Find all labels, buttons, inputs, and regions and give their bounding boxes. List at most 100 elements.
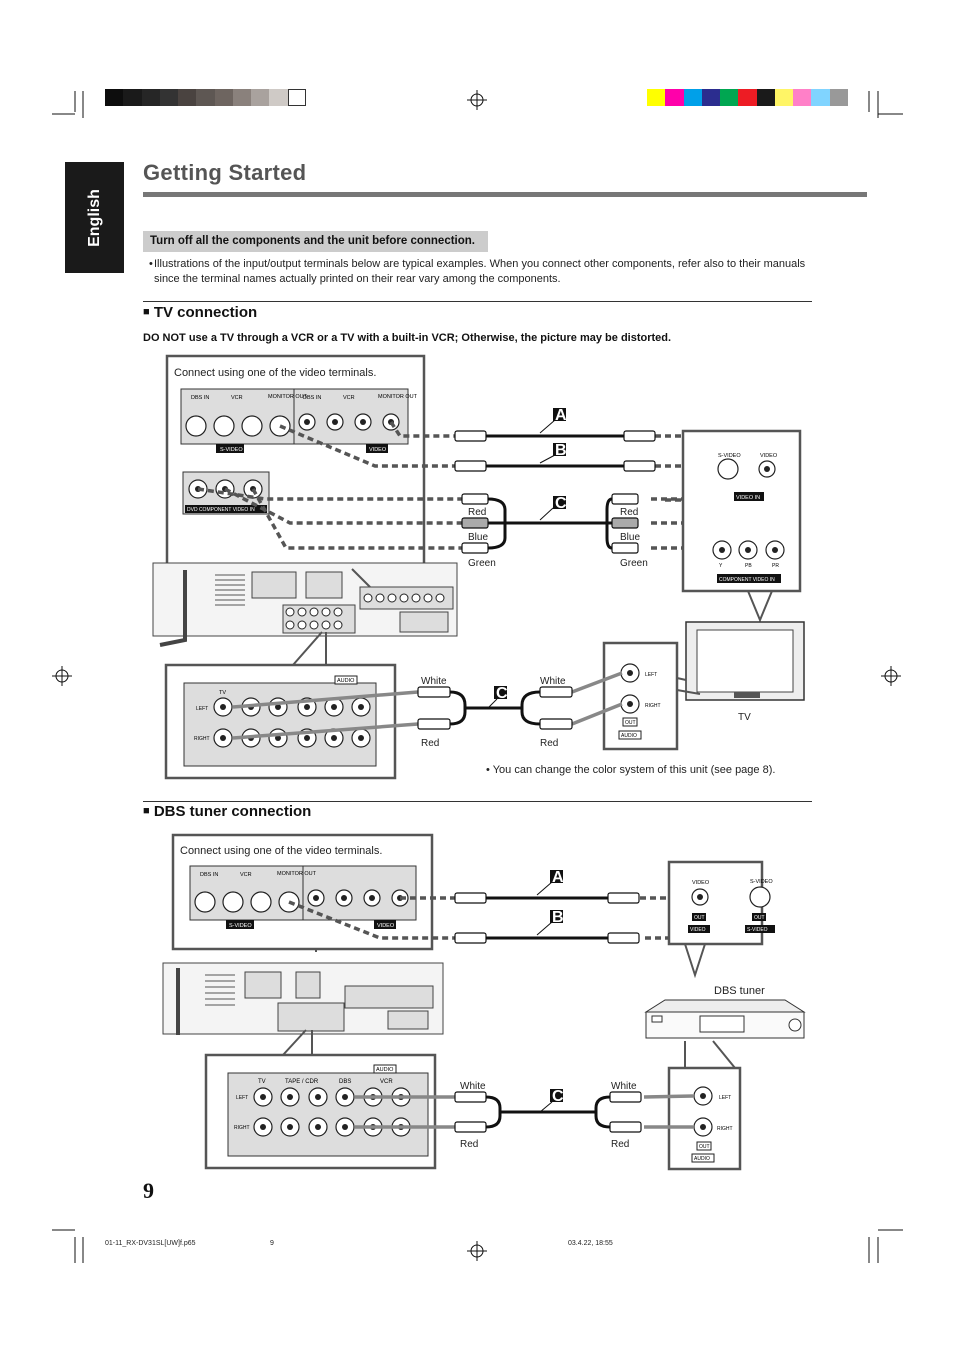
tv-white-left: White bbox=[421, 676, 447, 687]
dbs-white-right: White bbox=[611, 1081, 637, 1092]
registration-swatch bbox=[665, 89, 684, 106]
tv-term-s-video: S-VIDEO bbox=[718, 453, 741, 459]
term-dbs-in-2: DBS IN bbox=[303, 395, 321, 401]
dbs-term-video: VIDEO bbox=[377, 923, 395, 929]
tv-out-right: RIGHT bbox=[645, 703, 661, 709]
registration-swatch bbox=[105, 89, 124, 106]
dbs-term-s-video: S-VIDEO bbox=[229, 923, 252, 929]
dbs-red-left: Red bbox=[460, 1139, 478, 1150]
tv-term-component-video-in: COMPONENT VIDEO IN bbox=[719, 577, 775, 583]
dbs-out-out: OUT bbox=[699, 1144, 710, 1150]
term-video: VIDEO bbox=[369, 447, 387, 453]
language-side-tab: English bbox=[65, 162, 124, 273]
tv-callout-text: Connect using one of the video terminals… bbox=[174, 367, 376, 379]
dbs-out-s-video-tag: S-VIDEO bbox=[747, 927, 768, 933]
section-rule-tv bbox=[143, 301, 812, 302]
term-dbs-in: DBS IN bbox=[191, 395, 209, 401]
title-rule bbox=[143, 192, 867, 197]
dbs-out-audio: AUDIO bbox=[694, 1156, 710, 1162]
registration-target-top bbox=[467, 90, 487, 110]
tv-letter-c: C bbox=[555, 495, 567, 512]
dbs-letter-a: A bbox=[552, 869, 564, 886]
tv-section-heading: ■ TV connection bbox=[143, 304, 258, 321]
dbs-term-vcr: VCR bbox=[240, 872, 252, 878]
tv-green-right: Green bbox=[620, 558, 648, 569]
registration-swatch bbox=[159, 89, 179, 106]
page-title: Getting Started bbox=[143, 160, 307, 185]
footer-page: 9 bbox=[270, 1240, 274, 1247]
dbs-heading-text: DBS tuner connection bbox=[153, 803, 312, 820]
tv-audio-tv: TV bbox=[219, 690, 226, 696]
registration-swatch bbox=[232, 89, 252, 106]
color-note: • You can change the color system of thi… bbox=[486, 764, 776, 776]
color-note-text: You can change the color system of this … bbox=[492, 764, 776, 776]
tv-device-label: TV bbox=[738, 712, 751, 723]
dbs-audio-tag: AUDIO bbox=[376, 1067, 394, 1073]
dbs-out-video-label: VIDEO bbox=[692, 880, 710, 886]
registration-swatch bbox=[756, 89, 775, 106]
dbs-out-s-video-label: S-VIDEO bbox=[750, 879, 773, 885]
dbs-out-video-tag: VIDEO bbox=[690, 927, 706, 933]
registration-swatch bbox=[141, 89, 160, 106]
registration-swatch bbox=[738, 89, 757, 106]
tv-out-tag: OUT bbox=[625, 720, 636, 726]
registration-swatch bbox=[214, 89, 233, 106]
tv-green-left: Green bbox=[468, 558, 496, 569]
tv-audio-tag: AUDIO bbox=[337, 678, 355, 684]
tv-out-audio: AUDIO bbox=[621, 733, 637, 739]
tv-red-left: Red bbox=[468, 507, 486, 518]
registration-swatch bbox=[811, 89, 830, 106]
dbs-red-right: Red bbox=[611, 1139, 629, 1150]
tv-red-right: Red bbox=[620, 507, 638, 518]
registration-swatch bbox=[269, 89, 288, 106]
registration-swatch bbox=[683, 89, 702, 106]
tv-blue-left: Blue bbox=[468, 532, 488, 543]
warning-box: Turn off all the components and the unit… bbox=[143, 231, 488, 252]
tv-term-video-in: VIDEO IN bbox=[736, 495, 760, 501]
dbs-term-dbs-in: DBS IN bbox=[200, 872, 218, 878]
registration-swatch bbox=[647, 89, 666, 106]
tv-letter-b: B bbox=[555, 442, 567, 459]
dbs-audio-tv: TV bbox=[258, 1079, 266, 1085]
registration-swatch bbox=[774, 89, 794, 106]
tv-heading-text: TV connection bbox=[153, 304, 258, 321]
dbs-out-right: RIGHT bbox=[717, 1126, 733, 1132]
tv-term-pb: PB bbox=[745, 563, 752, 569]
tv-notice: DO NOT use a TV through a VCR or a TV wi… bbox=[143, 332, 672, 344]
tv-white-right: White bbox=[540, 676, 566, 687]
term-dvd-component: DVD COMPONENT VIDEO IN bbox=[187, 507, 255, 513]
registration-swatch bbox=[251, 89, 270, 106]
section-rule-dbs bbox=[143, 801, 812, 802]
tv-blue-right: Blue bbox=[620, 532, 640, 543]
page-number: 9 bbox=[143, 1178, 154, 1203]
term-vcr: VCR bbox=[231, 395, 243, 401]
footer-file: 01-11_RX-DV31SL[UW]f.p65 bbox=[105, 1240, 196, 1247]
registration-swatch bbox=[701, 89, 721, 106]
footer-timestamp: 03.4.22, 18:55 bbox=[568, 1240, 613, 1247]
dbs-tuner-device bbox=[644, 999, 806, 1039]
dbs-out-tag-2: OUT bbox=[754, 915, 765, 921]
tv-audio-left: LEFT bbox=[196, 706, 208, 712]
tv-red-audio-left: Red bbox=[421, 738, 439, 749]
dbs-device-label: DBS tuner bbox=[714, 985, 765, 997]
dbs-callout-text: Connect using one of the video terminals… bbox=[180, 845, 382, 857]
dbs-term-monitor: MONITOR OUT bbox=[277, 871, 317, 877]
term-monitor-out: MONITOR OUT bbox=[268, 394, 308, 400]
registration-swatch bbox=[178, 89, 197, 106]
tv-letter-a: A bbox=[555, 407, 567, 424]
registration-swatch bbox=[720, 89, 739, 106]
registration-swatch bbox=[123, 89, 142, 106]
dbs-audio-right: RIGHT bbox=[234, 1125, 250, 1131]
term-monitor-out-2: MONITOR OUT bbox=[378, 394, 418, 400]
tv-audio-right: RIGHT bbox=[194, 736, 210, 742]
tv-out-left: LEFT bbox=[645, 672, 657, 678]
dbs-audio-vcr: VCR bbox=[380, 1079, 393, 1085]
dbs-out-tag: OUT bbox=[694, 915, 705, 921]
tv-letter-c-audio: C bbox=[496, 685, 508, 702]
tv-term-y: Y bbox=[719, 563, 723, 569]
dbs-white-left: White bbox=[460, 1081, 486, 1092]
intro-text: Illustrations of the input/output termin… bbox=[154, 258, 806, 285]
registration-swatch bbox=[287, 89, 306, 106]
